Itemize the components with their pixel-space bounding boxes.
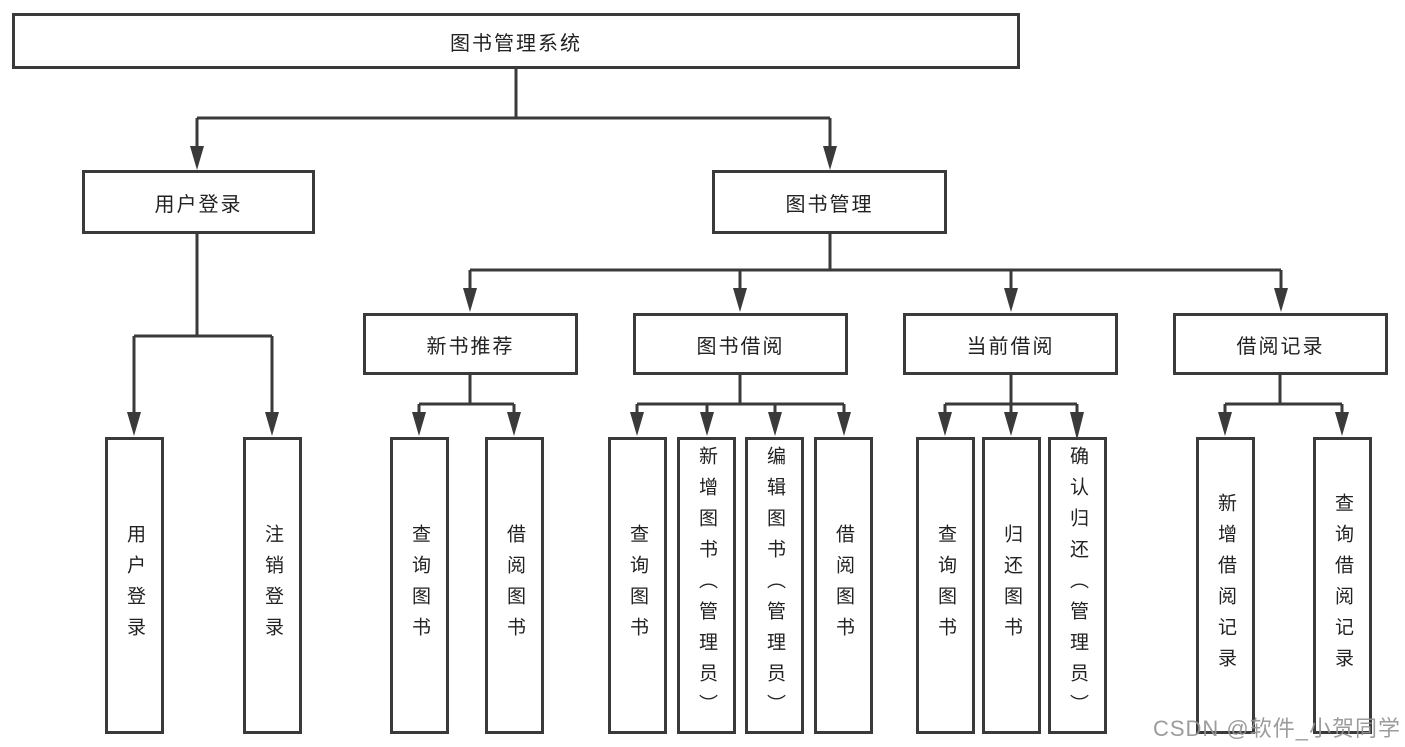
connector-strokes	[132, 69, 1344, 414]
node-current-borrow-label: 当前借阅	[966, 335, 1055, 358]
node-return-books-label: 归还图书	[1001, 523, 1022, 648]
node-book-management: 图书管理	[712, 170, 947, 234]
node-add-borrow-record: 新增借阅记录	[1196, 437, 1255, 734]
node-query-books-borrow: 查询图书	[608, 437, 667, 734]
node-borrow-records-label: 借阅记录	[1236, 335, 1325, 358]
node-root: 图书管理系统	[12, 13, 1020, 69]
node-root-label: 图书管理系统	[450, 32, 582, 55]
node-query-books-current: 查询图书	[916, 437, 975, 734]
node-new-book-recommend-label: 新书推荐	[426, 335, 515, 358]
node-query-borrow-record: 查询借阅记录	[1313, 437, 1372, 734]
node-query-borrow-record-label: 查询借阅记录	[1332, 492, 1353, 679]
node-book-borrow: 图书借阅	[633, 313, 848, 375]
node-new-book-recommend: 新书推荐	[363, 313, 578, 375]
node-confirm-return-admin: 确认归还（管理员）	[1048, 437, 1107, 734]
node-return-books: 归还图书	[982, 437, 1041, 734]
csdn-watermark: CSDN @软件_小贺同学	[1152, 716, 1401, 741]
node-user-login-leaf-label: 用户登录	[124, 523, 145, 648]
node-borrow-books-recommend: 借阅图书	[485, 437, 544, 734]
node-query-books-borrow-label: 查询图书	[627, 523, 648, 648]
node-user-login-label: 用户登录	[154, 193, 243, 216]
node-query-books-recommend: 查询图书	[390, 437, 449, 734]
arrowheads	[127, 146, 1349, 440]
node-query-books-recommend-label: 查询图书	[409, 523, 430, 648]
node-current-borrow: 当前借阅	[903, 313, 1118, 375]
node-query-books-current-label: 查询图书	[935, 523, 956, 648]
node-borrow-records: 借阅记录	[1173, 313, 1388, 375]
node-book-borrow-label: 图书借阅	[696, 335, 785, 358]
node-add-borrow-record-label: 新增借阅记录	[1215, 492, 1236, 679]
node-user-login: 用户登录	[82, 170, 315, 234]
node-confirm-return-admin-label: 确认归还（管理员）	[1067, 446, 1088, 725]
node-logout-leaf-label: 注销登录	[262, 523, 283, 648]
node-borrow-books-leaf: 借阅图书	[814, 437, 873, 734]
node-add-books-admin-label: 新增图书（管理员）	[696, 446, 717, 725]
node-edit-books-admin-label: 编辑图书（管理员）	[764, 446, 785, 725]
node-borrow-books-recommend-label: 借阅图书	[504, 523, 525, 648]
node-add-books-admin: 新增图书（管理员）	[677, 437, 736, 734]
node-book-management-label: 图书管理	[785, 193, 874, 216]
node-logout-leaf: 注销登录	[243, 437, 302, 734]
node-user-login-leaf: 用户登录	[105, 437, 164, 734]
node-borrow-books-leaf-label: 借阅图书	[833, 523, 854, 648]
node-edit-books-admin: 编辑图书（管理员）	[745, 437, 804, 734]
